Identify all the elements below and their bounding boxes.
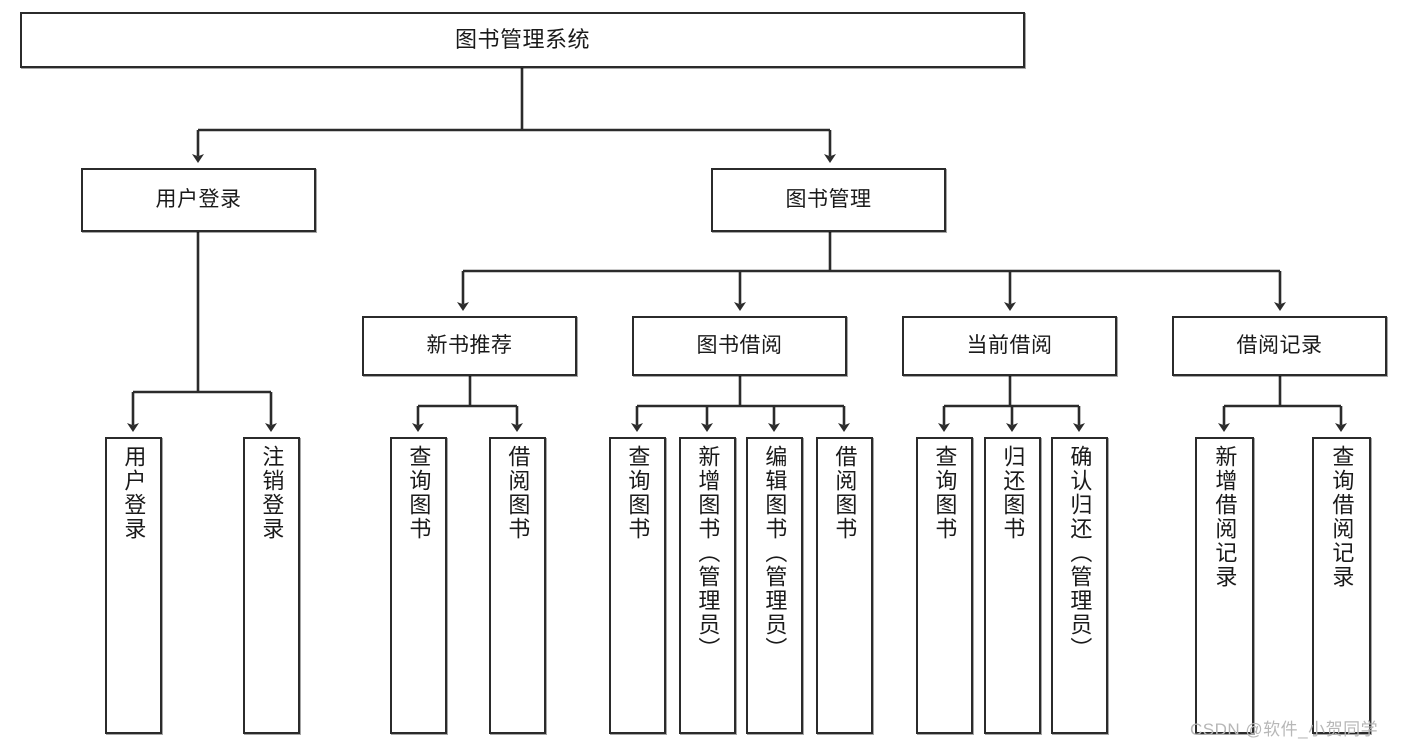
node-root-system[interactable]: 图书管理系统 (20, 12, 1025, 68)
node-label: 用户登录 (155, 187, 242, 211)
node-label: 查询图书 (625, 445, 651, 541)
node-label: 借阅图书 (832, 445, 858, 541)
leaf-record-query-record[interactable]: 查询借阅记录 (1312, 437, 1371, 734)
leaf-current-confirm-return-admin[interactable]: 确认归还（管理员） (1051, 437, 1108, 734)
csdn-watermark: CSDN @软件_小贺同学 (1190, 720, 1379, 739)
node-label: 图书管理系统 (454, 27, 590, 53)
node-book-borrow[interactable]: 图书借阅 (632, 316, 847, 376)
node-label: 新增借阅记录 (1212, 445, 1238, 589)
leaf-current-return-book[interactable]: 归还图书 (984, 437, 1041, 734)
node-label: 图书管理 (785, 187, 872, 211)
leaf-borrow-add-book-admin[interactable]: 新增图书（管理员） (679, 437, 736, 734)
leaf-user-login-signin[interactable]: 用户登录 (105, 437, 162, 734)
node-label: 编辑图书（管理员） (762, 445, 788, 661)
leaf-recommend-borrow-book[interactable]: 借阅图书 (489, 437, 546, 734)
node-label: 用户登录 (121, 445, 147, 541)
node-new-book-recommend[interactable]: 新书推荐 (362, 316, 577, 376)
leaf-borrow-query-book[interactable]: 查询图书 (609, 437, 666, 734)
node-label: 查询图书 (932, 445, 958, 541)
node-label: 图书借阅 (696, 333, 783, 357)
node-borrow-record[interactable]: 借阅记录 (1172, 316, 1387, 376)
node-label: 当前借阅 (966, 333, 1053, 357)
node-user-login[interactable]: 用户登录 (81, 168, 316, 232)
node-label: 新增图书（管理员） (695, 445, 721, 661)
leaf-current-query-book[interactable]: 查询图书 (916, 437, 973, 734)
leaf-borrow-edit-book-admin[interactable]: 编辑图书（管理员） (746, 437, 803, 734)
node-label: 借阅图书 (505, 445, 531, 541)
node-current-borrow[interactable]: 当前借阅 (902, 316, 1117, 376)
node-label: 查询借阅记录 (1329, 445, 1355, 589)
leaf-record-add-record[interactable]: 新增借阅记录 (1195, 437, 1254, 734)
leaf-recommend-query-book[interactable]: 查询图书 (390, 437, 447, 734)
node-label: 借阅记录 (1236, 333, 1323, 357)
leaf-user-login-signout[interactable]: 注销登录 (243, 437, 300, 734)
node-label: 确认归还（管理员） (1067, 445, 1093, 661)
node-label: 注销登录 (259, 445, 285, 541)
node-label: 查询图书 (406, 445, 432, 541)
leaf-borrow-borrow-book[interactable]: 借阅图书 (816, 437, 873, 734)
node-label: 归还图书 (1000, 445, 1026, 541)
node-label: 新书推荐 (426, 333, 513, 357)
node-book-management[interactable]: 图书管理 (711, 168, 946, 232)
